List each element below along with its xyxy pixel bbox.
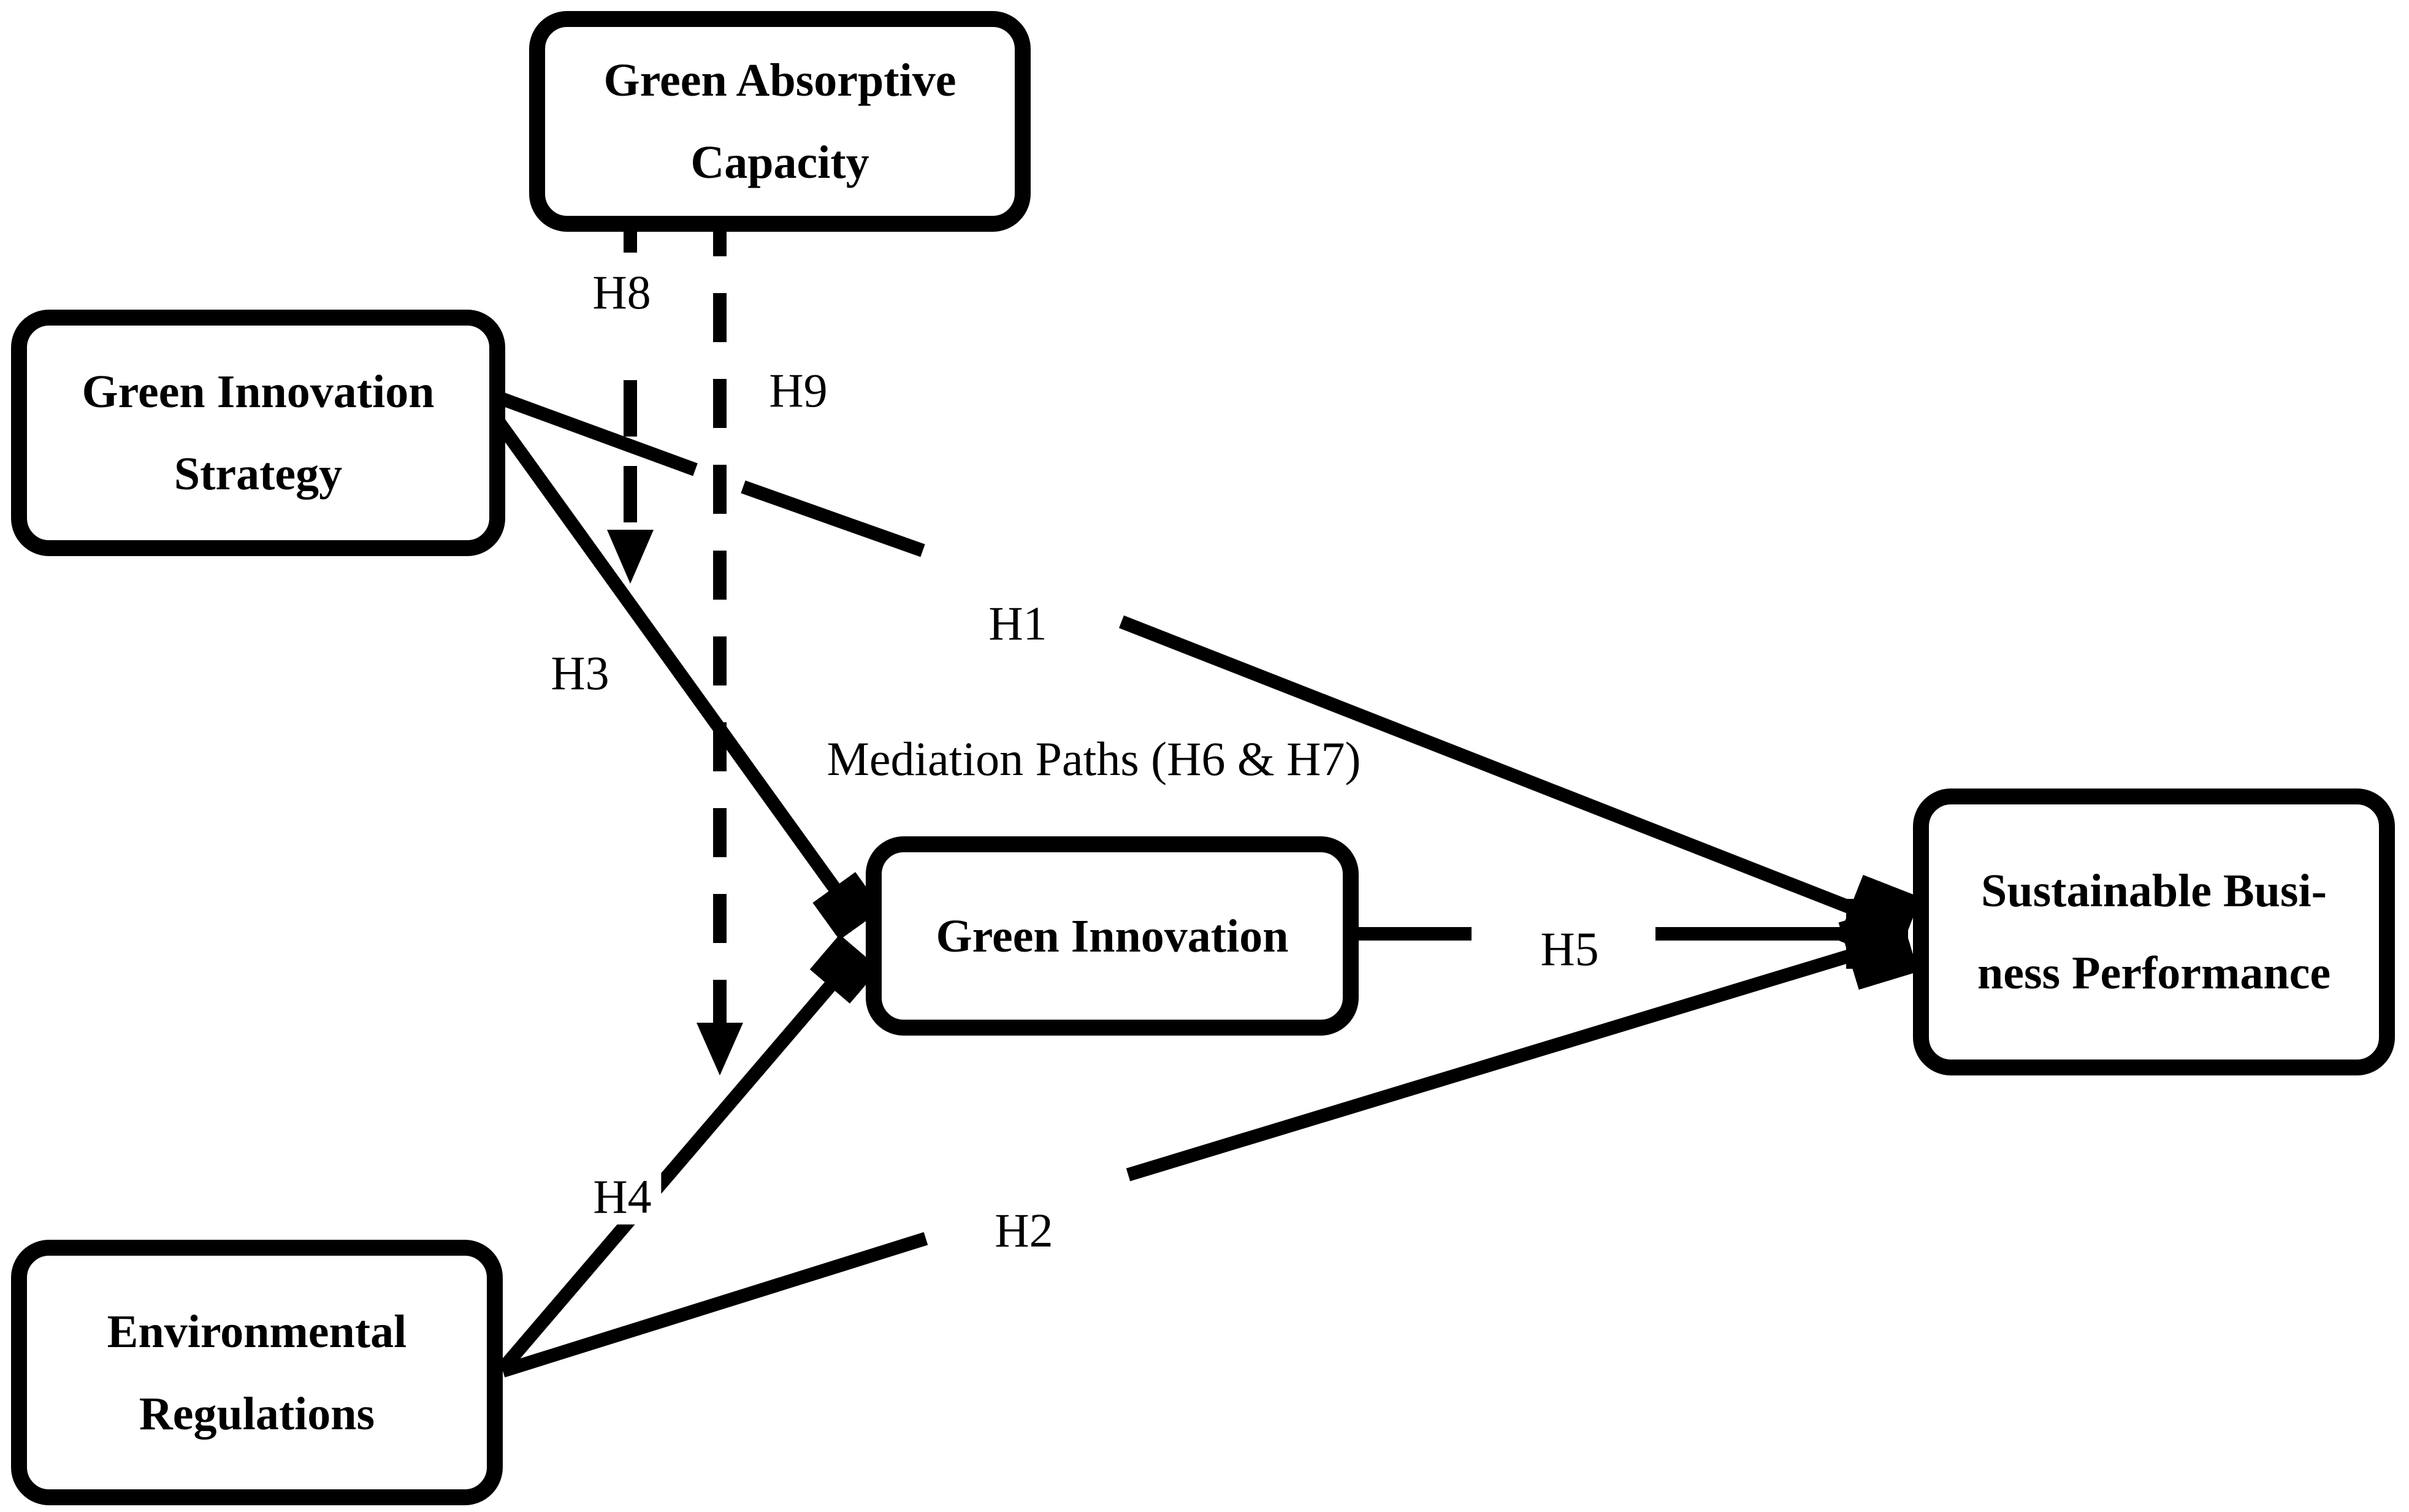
node-sustainable-business-performance: Sustainable Busi- ness Performance	[1913, 788, 2395, 1075]
node-green-innovation-strategy: Green Innovation Strategy	[11, 310, 505, 556]
node-label-line: Capacity	[690, 137, 869, 188]
edge-h2-segment-2	[1126, 938, 1908, 1182]
edge-label-h4: H4	[583, 1169, 662, 1224]
node-label-line: ness Performance	[1977, 947, 2331, 999]
node-label-line: Green Absorptive	[603, 55, 956, 106]
edge-h3-line	[492, 416, 861, 925]
node-green-innovation: Green Innovation	[866, 836, 1359, 1036]
edge-label-h9: H9	[759, 363, 838, 418]
node-label-line: Sustainable Busi-	[1981, 865, 2327, 917]
edge-label-h8: H8	[582, 265, 661, 320]
node-label-line: Regulations	[139, 1388, 375, 1440]
edge-h1-segment-2	[741, 480, 925, 557]
node-label-line: Environmental	[107, 1305, 407, 1357]
node-label-line: Green Innovation	[936, 910, 1289, 962]
edge-h2-segment-1	[500, 1232, 928, 1378]
edge-label-h5: H5	[1530, 922, 1609, 977]
mediation-paths-label: Mediation Paths (H6 & H7)	[817, 731, 1371, 787]
edge-h4-line	[497, 952, 860, 1373]
edge-label-h2: H2	[985, 1203, 1063, 1258]
edge-h1-segment-3	[1118, 615, 1908, 930]
edge-h9-arrowhead	[697, 1023, 743, 1075]
node-environmental-regulations: Environmental Regulations	[11, 1240, 503, 1505]
node-label-line: Green Innovation	[82, 366, 435, 418]
edge-h1-segment-1	[495, 391, 698, 476]
node-green-absorptive-capacity: Green Absorptive Capacity	[529, 11, 1031, 232]
edge-label-h1: H1	[979, 596, 1057, 651]
node-label-line: Strategy	[174, 448, 343, 500]
edge-h8-arrowhead	[607, 530, 654, 584]
edge-label-h3: H3	[541, 646, 619, 701]
